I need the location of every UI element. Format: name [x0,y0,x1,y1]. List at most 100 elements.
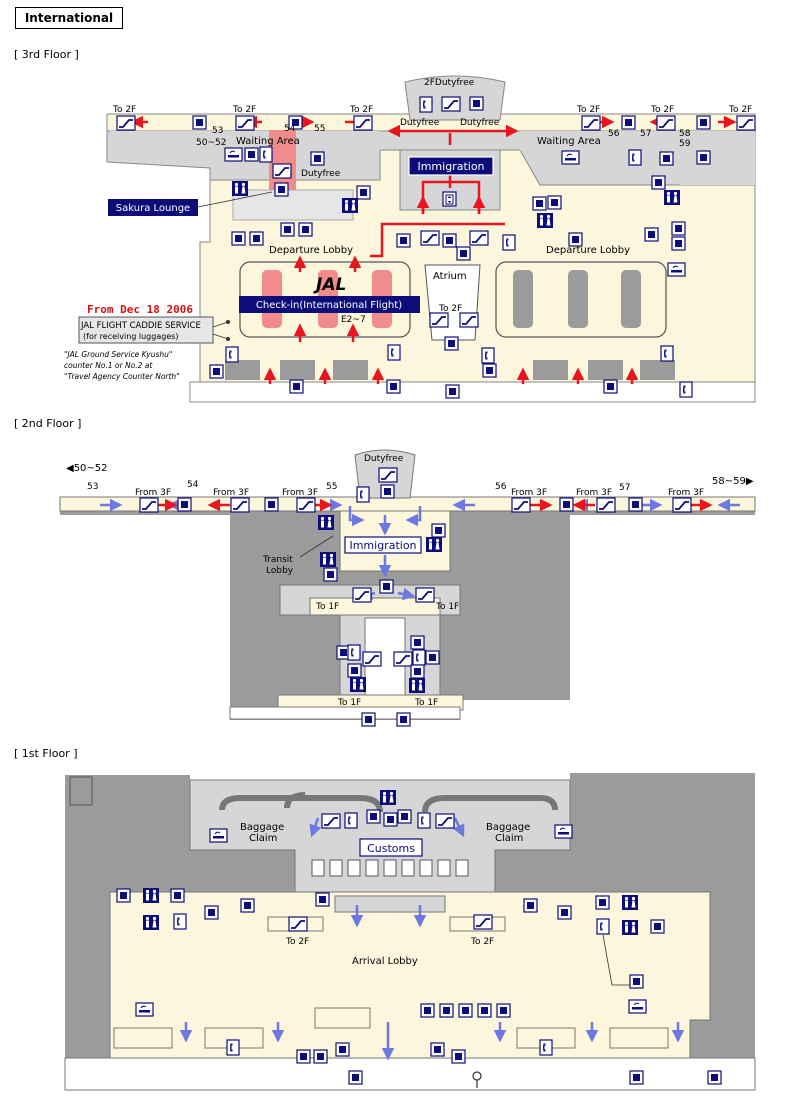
baby-room-icon [335,1042,350,1057]
gate-label: 56 [608,129,620,139]
to2f-label: To 2F [349,105,373,115]
escalator-icon[interactable] [362,651,382,667]
phone-icon [596,918,610,935]
escalator-icon[interactable] [352,587,372,603]
coat-icon [547,195,562,210]
gate-label: 58 [679,129,691,139]
immigration-box-f2 [344,536,422,554]
elevator-icon[interactable] [442,191,457,207]
restroom-icon [143,915,159,930]
escalator-icon[interactable] [296,497,316,513]
counter-3 [333,360,368,380]
escalator-icon[interactable] [420,230,440,246]
phone-icon [417,812,431,829]
note-line1: "JAL Ground Service Kyushu" [64,350,172,359]
info-icon [410,635,425,650]
shop-icon [310,151,325,166]
escalator-icon[interactable] [235,115,255,131]
restroom-icon [622,920,638,935]
escalator-icon[interactable] [596,497,616,513]
phone-icon [679,381,693,398]
baby-room-icon [264,497,279,512]
checkin-desk-6 [621,270,641,328]
sakura-lounge-box [108,199,198,216]
smoking-icon [628,999,647,1014]
floor3-waiting-right [520,131,755,151]
escalator-icon[interactable] [459,312,479,328]
currency-exchange-icon [458,1003,473,1018]
escalator-icon[interactable] [353,115,373,131]
departure-lobby-label: Departure Lobby [546,245,630,256]
water-icon [244,147,259,162]
info-icon[interactable] [477,1003,492,1018]
phone-icon [344,812,358,829]
gate-label: 56 [495,482,507,492]
escalator-icon[interactable] [272,163,292,179]
to2f-label: To 2F [728,105,752,115]
escalator-icon[interactable] [581,115,601,131]
phone-icon [259,146,273,163]
baby-room-icon [380,484,395,499]
baggage-label: Baggage [240,822,284,833]
elevator-icon[interactable] [383,812,398,827]
escalator-icon[interactable] [672,497,692,513]
from-date-label: From Dec 18 2006 [87,303,193,316]
escalator-icon[interactable] [473,914,493,930]
shop-icon [644,227,659,242]
from3f-label: From 3F [576,488,612,498]
escalator-icon[interactable] [511,497,531,513]
page-title: International [15,7,123,29]
counter-4 [533,360,568,380]
phone-icon [173,913,187,930]
gate-label: 53 [87,482,98,492]
elevator-icon[interactable] [298,222,313,237]
customs-box [359,838,423,857]
counter-c [314,1007,371,1029]
waiting-area-label: Waiting Area [537,136,601,147]
escalator-icon[interactable] [321,813,341,829]
escalator-icon[interactable] [230,497,250,513]
elevator-icon[interactable] [621,115,636,130]
escalator-icon[interactable] [393,651,413,667]
smoking-icon [135,1002,154,1017]
medical-icon [595,895,610,910]
escalator-icon[interactable] [288,916,308,932]
jal-logo: JAL [313,275,346,295]
insurance-icon [249,231,264,246]
wheelchair-icon [347,663,362,678]
gate-label: 59 [679,139,691,149]
elevator-icon[interactable] [379,579,394,594]
restroom-icon [232,181,248,196]
arrival-lobby-label: Arrival Lobby [352,956,418,967]
phone-icon [419,96,433,113]
escalator-icon[interactable] [378,467,398,483]
smoking-icon [667,262,686,277]
phone-icon [226,1039,240,1056]
counter-6 [640,360,675,380]
escalator-icon[interactable] [435,813,455,829]
escalator-icon[interactable] [116,115,136,131]
escalator-icon[interactable] [441,96,461,112]
escalator-icon[interactable] [736,115,756,131]
medical-icon [651,175,666,190]
escalator-icon[interactable] [656,115,676,131]
baby-room-icon [366,809,381,824]
phone-icon [347,644,361,661]
escalator-icon[interactable] [469,230,489,246]
restroom-icon [664,190,680,205]
info-icon[interactable] [444,336,459,351]
post-icon [386,379,401,394]
escalator-icon[interactable] [415,587,435,603]
escalator-icon[interactable] [429,312,449,328]
caddie-service-box [78,316,214,344]
restroom-icon [380,790,396,805]
elevator-icon[interactable] [192,115,207,130]
from3f-label: From 3F [511,488,547,498]
baby-room-icon [396,712,411,727]
phone-icon [387,344,401,361]
smoking-icon [224,147,243,162]
coat-icon [116,888,131,903]
coinlocker-icon [315,892,330,907]
escalator-icon[interactable] [139,497,159,513]
